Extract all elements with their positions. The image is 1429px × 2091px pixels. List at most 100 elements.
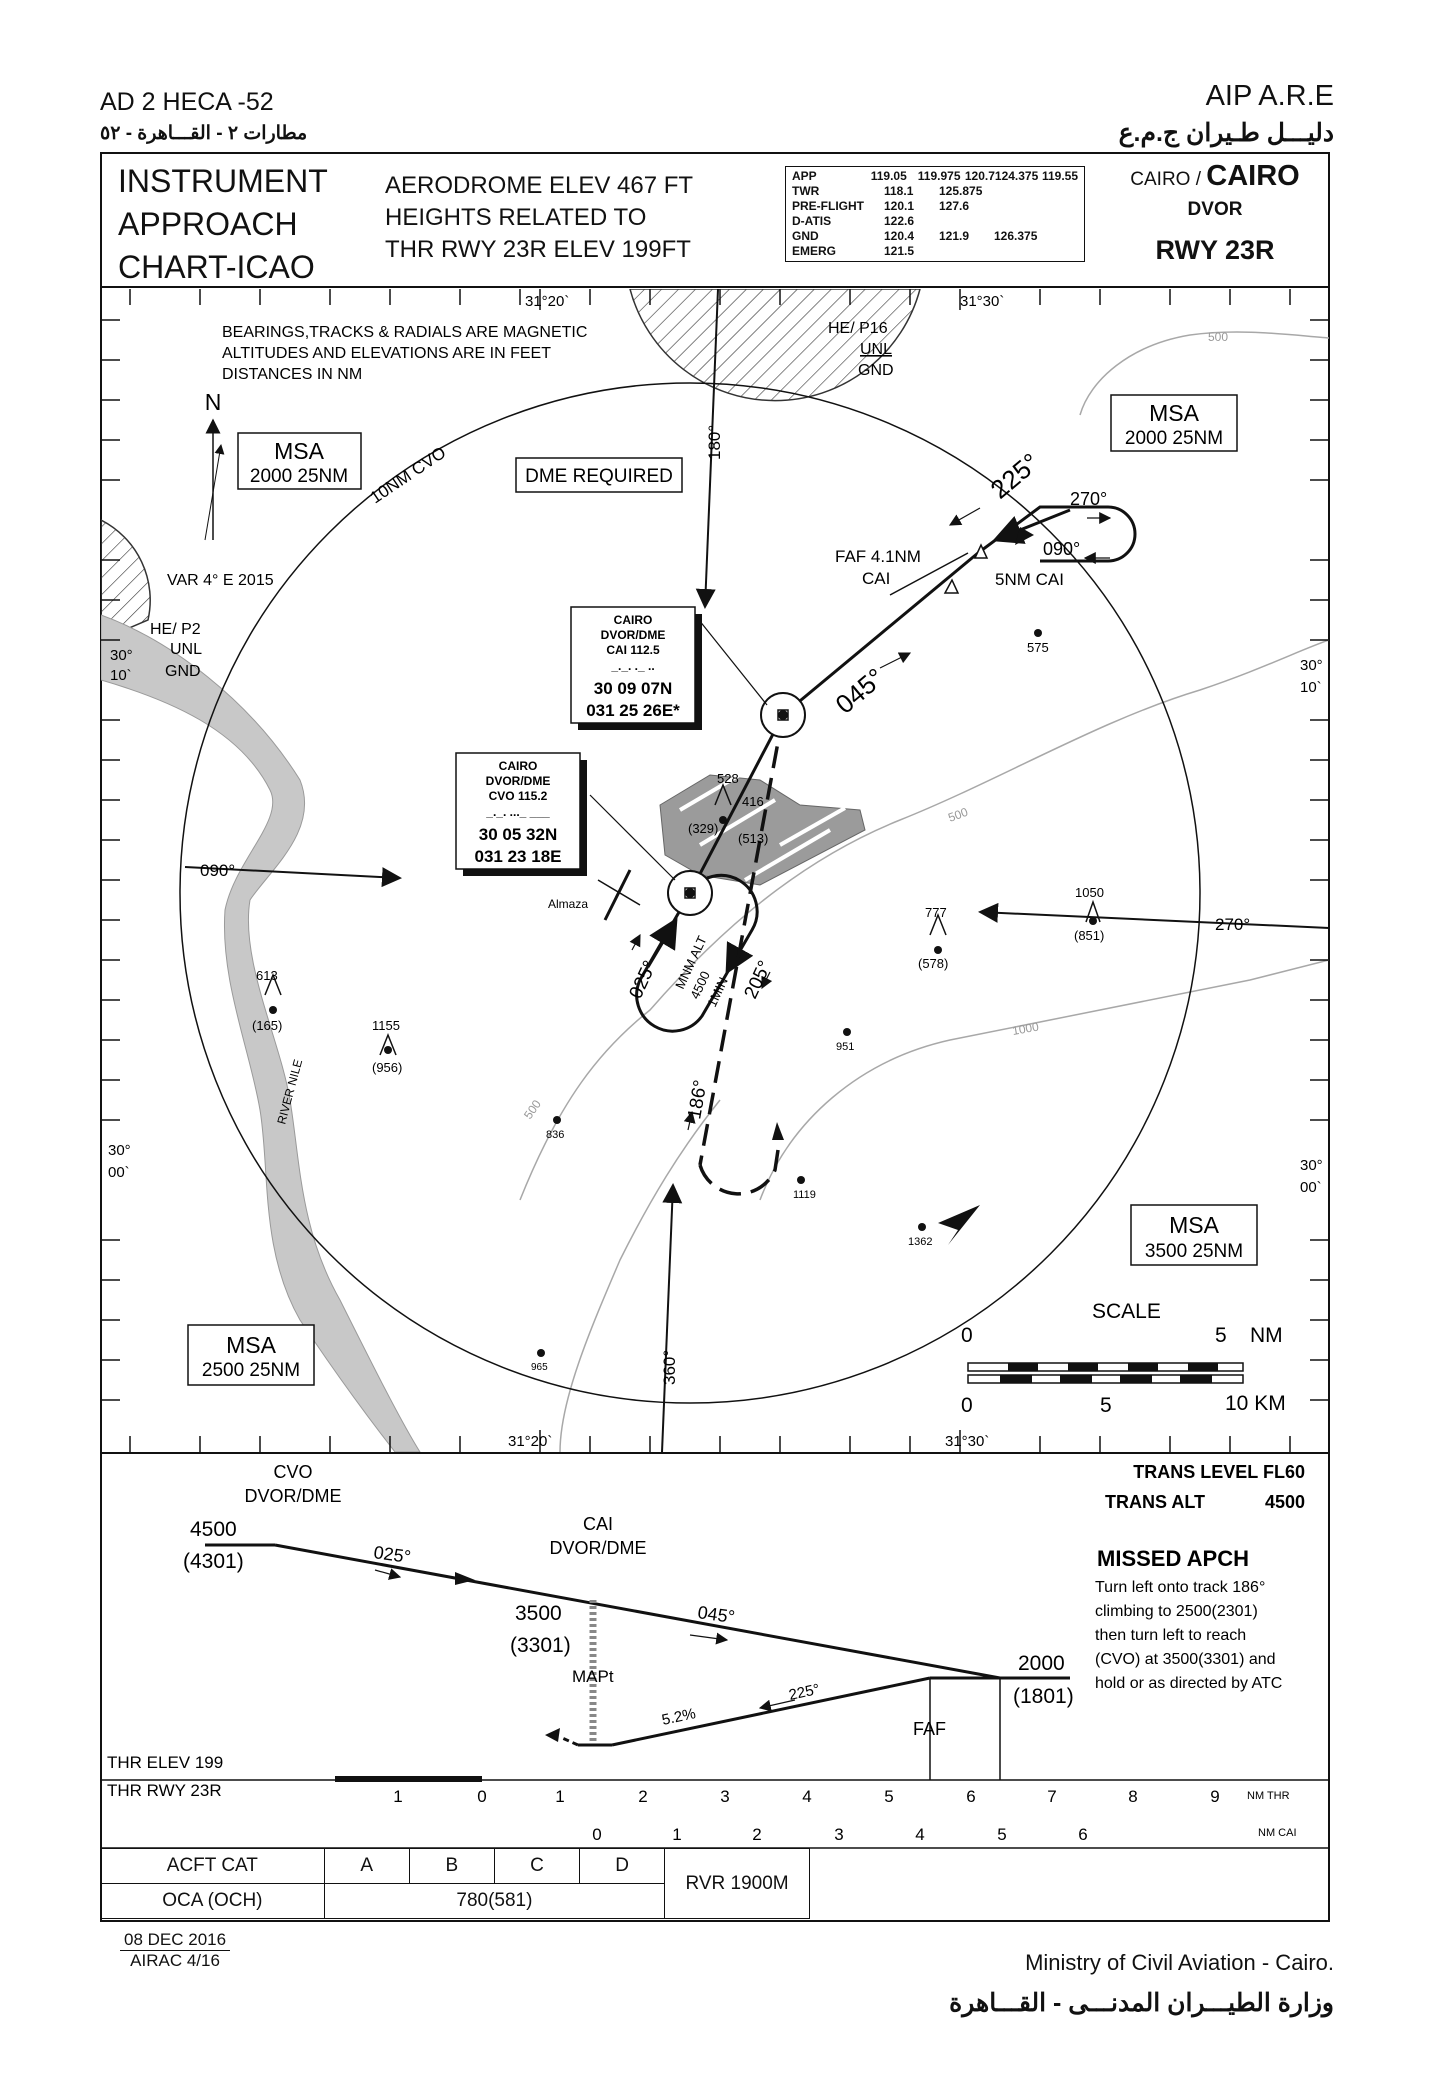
contour-1000 (759, 959, 1329, 1201)
cai-navaid-box: CAIRO DVOR/DME CAI 112.5 _._. ._ .. 30 0… (570, 606, 702, 730)
svg-text:7: 7 (1047, 1787, 1056, 1806)
trans-alt-label: TRANS ALT (1105, 1492, 1205, 1512)
arrow-225 (948, 507, 981, 526)
lat-label-left-min: 10` (110, 667, 132, 684)
thr-rwy-label: THR RWY 23R (107, 1781, 222, 1800)
effective-date: 08 DEC 2016 (120, 1930, 231, 1951)
profile-gradient: 5.2% (660, 1705, 697, 1729)
contour-label-ne: 500 (1208, 330, 1228, 344)
scale-km-0: 0 (961, 1394, 973, 1417)
contour-500 (519, 639, 1329, 1201)
contour-label-s: 500 (521, 1097, 544, 1122)
aip-title: AIP A.R.E (1205, 80, 1334, 112)
minima-table: ACFT CAT A B C D RVR 1900M OCA (OCH) 780… (100, 1848, 810, 1919)
svg-text:1050: 1050 (1075, 885, 1104, 900)
procedure-identification: CAIRO / CAIRO DVOR RWY 23R (1100, 160, 1330, 266)
track-270-label: 270° (1215, 915, 1250, 934)
lon-label-bottom-left: 31°20` (508, 1433, 552, 1450)
msa-box-sw: MSA 2500 25NM (187, 1324, 315, 1386)
thr-elev-label: THR ELEV 199 (107, 1753, 223, 1772)
profile-cvo-1: CVO (273, 1462, 312, 1482)
msa-nw-value: 2000 25NM (250, 466, 348, 487)
cvo-longitude: 031 23 18E (475, 847, 562, 866)
missed-line-4: (CVO) at 3500(3301) and (1095, 1651, 1276, 1668)
svg-text:_._. ._ ..: _._. ._ .. (610, 659, 654, 673)
spot-points (269, 629, 1097, 1357)
msa-ne-value: 2000 25NM (1125, 428, 1223, 449)
profile-cai-1: CAI (583, 1514, 613, 1534)
missed-approach-arrowhead (772, 1122, 784, 1140)
runway-designator: RWY 23R (1155, 235, 1275, 265)
runway-05c-23c (698, 798, 777, 847)
track-025-label: 025° (625, 958, 661, 1003)
chart-frame (100, 152, 1330, 1922)
runway-16-34 (743, 828, 832, 882)
oca-value: 780(581) (323, 1883, 666, 1919)
profile-track-225: 225° (787, 1681, 821, 1704)
missed-arrowhead (545, 1728, 560, 1742)
msa-sw-value: 2500 25NM (202, 1360, 300, 1381)
missed-climb-path (611, 1676, 931, 1747)
msa-se-value: 3500 25NM (1145, 1241, 1243, 1262)
almaza-cross (597, 879, 641, 906)
scale-nm-0: 0 (961, 1324, 973, 1347)
svg-text:CAIRO: CAIRO (499, 759, 538, 773)
cai-latitude: 30 09 07N (594, 679, 672, 698)
dme-arc-10nm (179, 382, 1201, 1404)
ministry-label: Ministry of Civil Aviation - Cairo. (1025, 1950, 1334, 1975)
aip-title-arabic: دليـــل طـيران ج.م.ع (1118, 119, 1334, 147)
svg-text:_._. ..._ ___: _._. ..._ ___ (485, 805, 550, 819)
note-line-2: ALTITUDES AND ELEVATIONS ARE IN FEET (222, 345, 551, 362)
svg-text:575: 575 (1027, 640, 1049, 655)
msa-box-ne: MSA 2000 25NM (1110, 394, 1238, 452)
hold-inbound-arrow (646, 917, 678, 968)
title-block (100, 152, 1330, 288)
lon-label-top-right: 31°30` (960, 293, 1004, 310)
navaid-type: DVOR (1187, 199, 1243, 220)
svg-text:1119: 1119 (793, 1189, 816, 1201)
scale-km-10: 10 KM (1225, 1392, 1286, 1415)
cat-b: B (408, 1848, 495, 1884)
p16-upper: UNL (860, 341, 892, 358)
p16-lower: GND (858, 362, 894, 379)
p2-name: HE/ P2 (150, 621, 201, 638)
track-270-hold-label: 270° (1070, 489, 1107, 509)
svg-text:1155: 1155 (372, 1018, 400, 1033)
chart-title-line-3: CHART-ICAO (118, 249, 315, 285)
profile-cai-2: DVOR/DME (549, 1538, 646, 1558)
track-180-label: 180° (705, 425, 724, 460)
thr-scale-unit: NM THR (1247, 1790, 1290, 1802)
track-360-label: 360° (660, 1350, 679, 1385)
runway-05r-23l (779, 806, 846, 847)
trans-level: TRANS LEVEL FL60 (1133, 1462, 1305, 1482)
faf-profile-label: FAF (913, 1719, 946, 1739)
missed-approach-turn (698, 1149, 780, 1196)
p2-upper: UNL (170, 641, 202, 658)
svg-text:0: 0 (592, 1825, 601, 1844)
arrow-186-small (683, 1110, 696, 1131)
lat-label-left-mid-min: 00` (108, 1164, 130, 1181)
frequency-box: APP 119.05 119.975 120.7 124.375 119.55 … (785, 166, 1085, 262)
track-180-inbound (695, 289, 719, 609)
cvo-navaid-box: CAIRO DVOR/DME CVO 115.2 _._. ..._ ___ 3… (455, 752, 587, 876)
almaza-label: Almaza (548, 897, 588, 911)
dme-circle-label: 10NM CVO (367, 443, 450, 507)
arrow-025-small (629, 933, 641, 951)
airac-cycle: AIRAC 4/16 (130, 1951, 220, 1970)
svg-text:CAI 112.5: CAI 112.5 (606, 643, 660, 657)
missed-line-5: hold or as directed by ATC (1095, 1675, 1282, 1692)
missed-approach-title: MISSED APCH (1097, 1546, 1249, 1571)
svg-text:416: 416 (742, 794, 764, 809)
inbound-225-arrow (992, 508, 1071, 544)
elevation-info: AERODROME ELEV 467 FT HEIGHTS RELATED TO… (385, 170, 693, 266)
faf-label-1: FAF 4.1NM (835, 547, 921, 566)
svg-text:DVOR/DME: DVOR/DME (486, 774, 551, 788)
fix-5nm-label: 5NM CAI (995, 570, 1064, 589)
track-360-inbound (661, 1183, 683, 1452)
svg-text:DVOR/DME: DVOR/DME (601, 628, 666, 642)
svg-text:1: 1 (555, 1787, 564, 1806)
chart-title-line-1: INSTRUMENT (118, 163, 328, 199)
svg-text:(329): (329) (688, 821, 718, 836)
missed-line-3: then turn left to reach (1095, 1627, 1246, 1644)
profile-cvo-alt: 4500 (190, 1518, 237, 1541)
